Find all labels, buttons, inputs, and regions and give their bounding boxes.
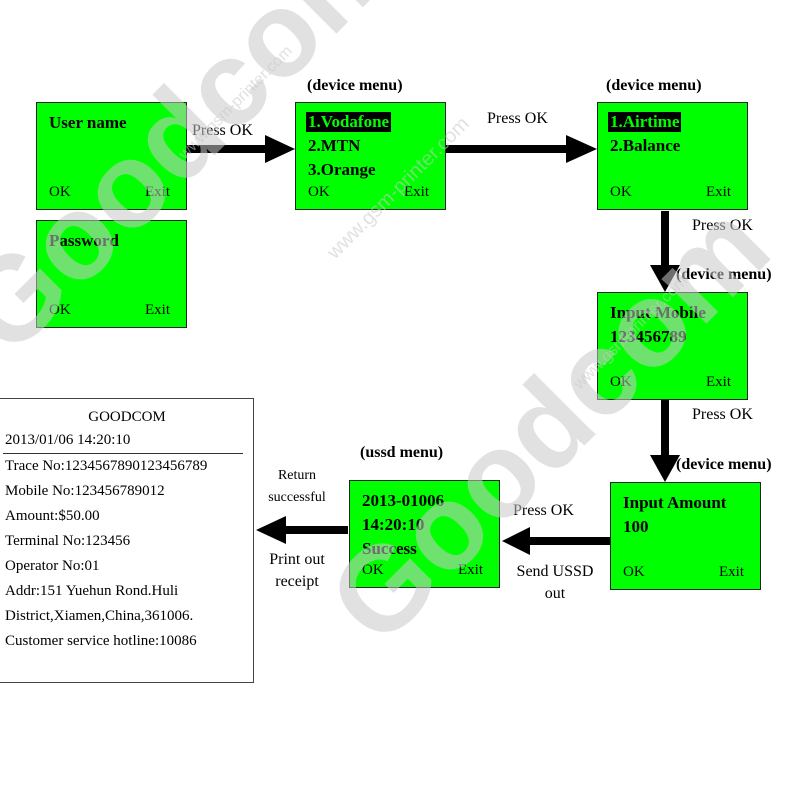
- mobile-exit-button[interactable]: Exit: [706, 374, 731, 390]
- amount-value: 100: [623, 517, 649, 536]
- amount-exit-button[interactable]: Exit: [719, 564, 744, 580]
- password-ok-button[interactable]: OK: [49, 302, 71, 318]
- operator-option-mtn[interactable]: 2.MTN: [308, 136, 361, 155]
- username-screen: User name OK Exit: [36, 102, 187, 210]
- receipt-address-1: Addr:151 Yuehun Rond.Huli: [5, 583, 179, 599]
- operator-screen: 1.Vodafone 2.MTN 3.Orange OK Exit: [295, 102, 446, 210]
- arrow-to-operator: [187, 135, 295, 163]
- mobile-screen-title: (device menu): [676, 266, 772, 283]
- operator-option-orange[interactable]: 3.Orange: [308, 160, 376, 179]
- service-option-balance[interactable]: 2.Balance: [610, 136, 681, 155]
- ussd-date: 2013-01006: [362, 491, 445, 510]
- ussd-screen: 2013-01006 14:20:10 Success OK Exit: [349, 480, 500, 588]
- amount-prompt: Input Amount: [623, 493, 727, 512]
- mobile-ok-button[interactable]: OK: [610, 374, 632, 390]
- operator-ok-button[interactable]: OK: [308, 184, 330, 200]
- receipt-hotline: Customer service hotline:10086: [5, 633, 197, 649]
- username-label: User name: [49, 113, 127, 132]
- amount-screen: Input Amount 100 OK Exit: [610, 482, 761, 590]
- ussd-exit-button[interactable]: Exit: [458, 562, 483, 578]
- label-send-ussd-out: out: [544, 585, 566, 602]
- label-press-ok-5: Press OK: [513, 502, 574, 519]
- ussd-screen-title: (ussd menu): [360, 444, 444, 461]
- receipt-amount: Amount:$50.00: [5, 508, 100, 524]
- arrow-to-mobile: [650, 211, 680, 292]
- label-send-ussd: Send USSD: [516, 563, 594, 580]
- ussd-time: 14:20:10: [362, 515, 425, 534]
- password-screen: Password OK Exit: [36, 220, 187, 328]
- ussd-status: Success: [362, 539, 417, 558]
- arrow-to-ussd: [502, 527, 610, 555]
- arrow-to-amount: [650, 400, 680, 482]
- arrow-to-service: [446, 135, 597, 163]
- receipt-title: GOODCOM: [88, 409, 166, 425]
- label-receipt: receipt: [275, 573, 319, 590]
- service-screen-title: (device menu): [606, 77, 702, 94]
- amount-ok-button[interactable]: OK: [623, 564, 645, 580]
- label-print-out: Print out: [269, 551, 325, 568]
- operator-option-vodafone[interactable]: 1.Vodafone: [306, 112, 392, 132]
- service-exit-button[interactable]: Exit: [706, 184, 731, 200]
- arrow-to-receipt: [256, 516, 348, 544]
- mobile-value: 123456789: [610, 327, 687, 346]
- receipt-terminal: Terminal No:123456: [5, 533, 131, 549]
- receipt-mobile: Mobile No:123456789012: [5, 483, 165, 499]
- label-successful: successful: [268, 490, 326, 505]
- password-exit-button[interactable]: Exit: [145, 302, 170, 318]
- label-press-ok-4: Press OK: [692, 406, 753, 423]
- receipt: GOODCOM 2013/01/06 14:20:10 Trace No:123…: [0, 398, 254, 683]
- label-return: Return: [277, 468, 317, 483]
- receipt-trace: Trace No:1234567890123456789: [5, 458, 208, 474]
- username-exit-button[interactable]: Exit: [145, 184, 170, 200]
- label-press-ok-2: Press OK: [487, 110, 548, 127]
- operator-exit-button[interactable]: Exit: [404, 184, 429, 200]
- label-press-ok-1: Press OK: [192, 122, 253, 139]
- receipt-datetime: 2013/01/06 14:20:10: [5, 432, 131, 448]
- service-screen: 1.Airtime 2.Balance OK Exit: [597, 102, 748, 210]
- receipt-address-2: District,Xiamen,China,361006.: [5, 608, 194, 624]
- ussd-ok-button[interactable]: OK: [362, 562, 384, 578]
- service-option-airtime[interactable]: 1.Airtime: [608, 112, 682, 132]
- receipt-operator: Operator No:01: [5, 558, 100, 574]
- mobile-prompt: Input Mobile: [610, 303, 706, 322]
- password-label: Password: [49, 231, 119, 250]
- service-ok-button[interactable]: OK: [610, 184, 632, 200]
- username-ok-button[interactable]: OK: [49, 184, 71, 200]
- amount-screen-title: (device menu): [676, 456, 772, 473]
- operator-screen-title: (device menu): [307, 77, 403, 94]
- label-press-ok-3: Press OK: [692, 217, 753, 234]
- receipt-divider: [3, 453, 243, 454]
- mobile-screen: Input Mobile 123456789 OK Exit: [597, 292, 748, 400]
